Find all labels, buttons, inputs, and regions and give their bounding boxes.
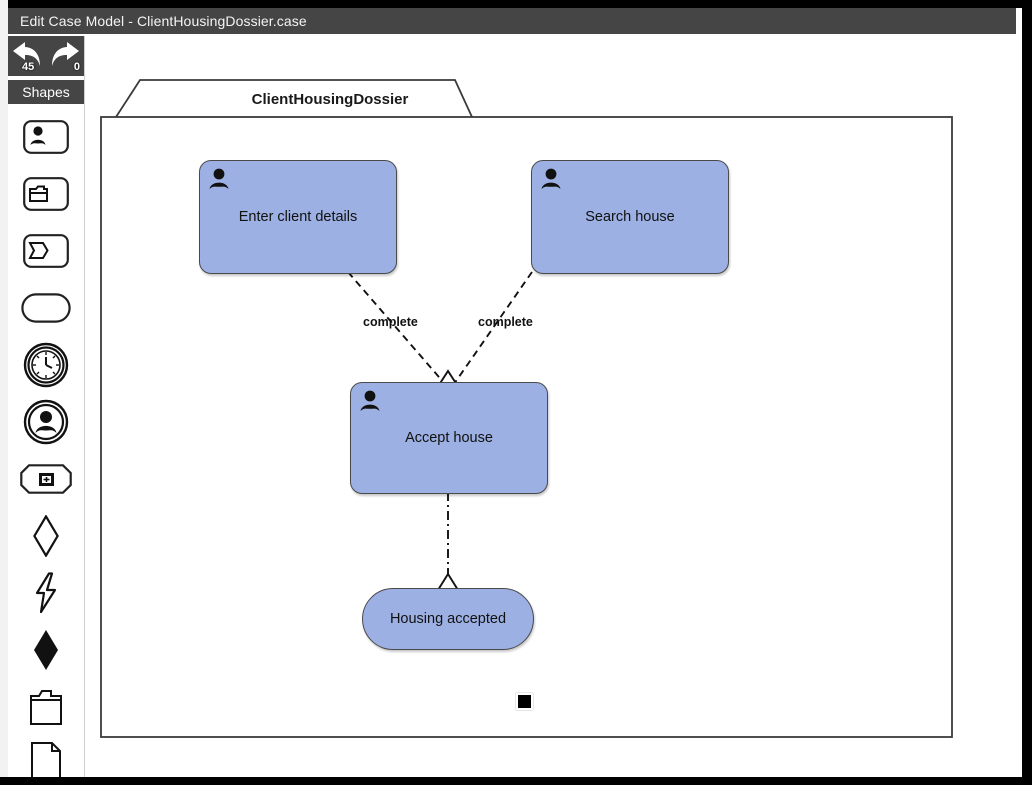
shapes-palette: 45 0 Shapes [8,36,85,777]
undo-redo-toolbar: 45 0 [8,36,84,76]
palette-item-exit-criterion[interactable] [8,621,84,678]
redo-count: 0 [73,61,80,73]
edge-label-complete-2: complete [478,315,533,329]
undo-button[interactable]: 45 [10,38,44,74]
flag-in-rounded-rect-icon [23,233,69,268]
white-diamond-icon [33,514,59,557]
undo-count: 45 [22,61,35,73]
node-label: Search house [585,209,675,225]
redo-button[interactable]: 0 [48,38,82,74]
person-in-circle-icon [23,399,69,445]
palette-item-human-task[interactable] [8,108,84,165]
person-in-rounded-rect-icon [23,119,69,154]
node-label: Accept house [405,430,493,446]
folder-icon [24,687,68,727]
resize-handle[interactable] [516,693,533,710]
person-icon [540,167,562,191]
title-bar: Edit Case Model - ClientHousingDossier.c… [8,8,1016,34]
node-label: Housing accepted [389,611,507,627]
node-search-house[interactable]: Search house [531,160,729,274]
rounded-pill-icon [21,292,71,323]
edge-label-complete-1: complete [363,315,418,329]
shapes-panel-label: Shapes [22,84,70,100]
lightning-bolt-icon [31,571,61,614]
window-frame-right [1022,0,1032,785]
person-icon [359,389,381,413]
case-plan-title: ClientHousingDossier [251,91,409,108]
window-frame-left [0,0,8,785]
palette-item-plan-item-event[interactable] [8,564,84,621]
palette-item-case-file-item[interactable] [8,678,84,735]
palette-item-timer-event[interactable] [8,336,84,393]
window-frame-bottom [0,777,1032,785]
node-enter-client-details[interactable]: Enter client details [199,160,397,274]
palette-item-milestone[interactable] [8,450,84,507]
node-label: Enter client details [238,209,358,225]
black-diamond-icon [33,629,59,671]
octagon-plus-icon [20,463,72,494]
palette-item-stage[interactable] [8,279,84,336]
palette-item-process-task[interactable] [8,222,84,279]
palette-item-document[interactable] [8,735,84,777]
window-frame-top [0,0,1032,8]
clock-icon [23,342,69,388]
node-housing-accepted[interactable]: Housing accepted [362,588,534,650]
person-icon [208,167,230,191]
palette-item-user-event[interactable] [8,393,84,450]
palette-item-entry-criterion[interactable] [8,507,84,564]
folder-in-rounded-rect-icon [23,176,69,211]
palette-item-case-task[interactable] [8,165,84,222]
page-icon [27,741,65,777]
window-title: Edit Case Model - ClientHousingDossier.c… [20,13,307,29]
diagram-canvas[interactable]: ClientHousingDossier complete complete [85,36,1016,777]
node-accept-house[interactable]: Accept house [350,382,548,494]
shapes-panel-header: Shapes [8,80,84,104]
shape-list [8,108,84,777]
